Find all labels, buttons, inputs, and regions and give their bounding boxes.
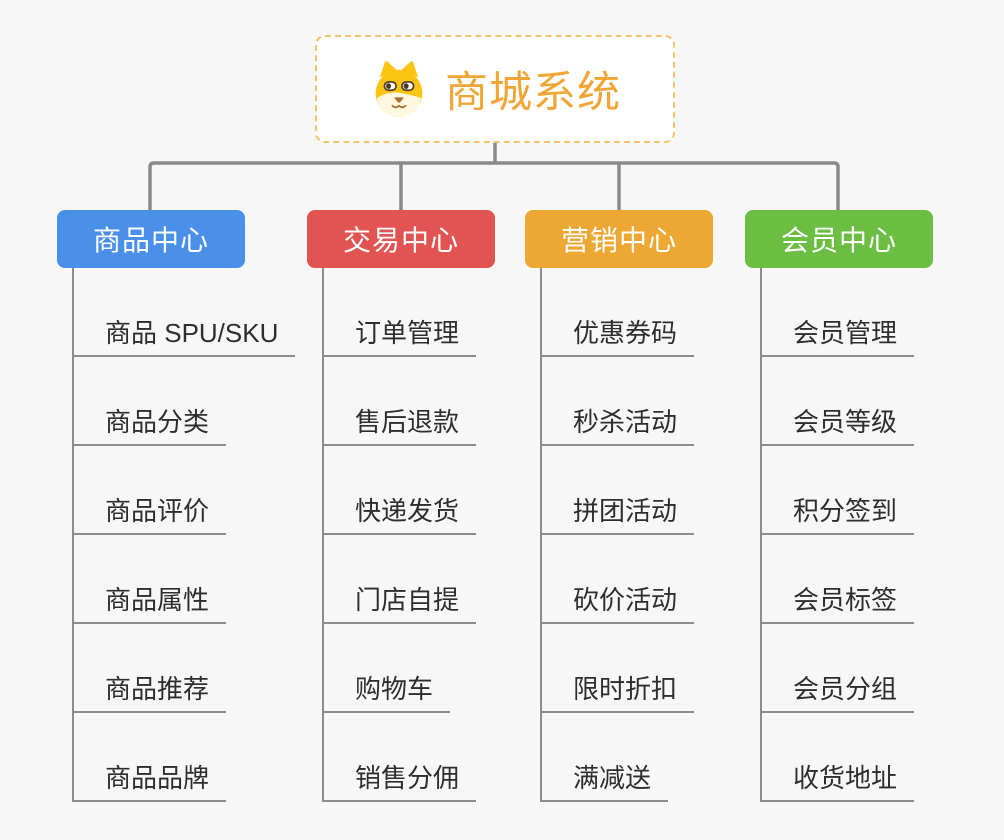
branch-items: 订单管理售后退款快递发货门店自提购物车销售分佣 [322,268,477,802]
leaf-node-label: 商品推荐 [72,669,227,713]
branch-box-2[interactable]: 交易中心 [307,210,495,268]
leaf-node-label: 商品评价 [72,491,227,535]
mindmap-leaf-node[interactable]: 商品推荐 [72,624,295,713]
mindmap-leaf-node[interactable]: 会员分组 [760,624,915,713]
leaf-node-label: 售后退款 [322,402,477,446]
leaf-node-label: 满减送 [540,758,669,802]
branch-vertical-line [540,268,542,802]
mindmap-leaf-node[interactable]: 门店自提 [322,535,477,624]
mindmap-leaf-node[interactable]: 积分签到 [760,446,915,535]
connector-bus-line [148,161,840,210]
mindmap-leaf-node[interactable]: 会员管理 [760,268,915,357]
mindmap-leaf-node[interactable]: 销售分佣 [322,713,477,802]
leaf-node-label: 会员标签 [760,580,915,624]
mindmap-leaf-node[interactable]: 快递发货 [322,446,477,535]
mindmap-leaf-node[interactable]: 拼团活动 [540,446,695,535]
leaf-node-label: 会员管理 [760,313,915,357]
leaf-node-label: 商品品牌 [72,758,227,802]
mindmap-leaf-node[interactable]: 秒杀活动 [540,357,695,446]
leaf-node-label: 优惠券码 [540,313,695,357]
leaf-node-label: 商品属性 [72,580,227,624]
branch-items: 优惠券码秒杀活动拼团活动砍价活动限时折扣满减送 [540,268,695,802]
leaf-node-label: 收货地址 [760,758,915,802]
mindmap-leaf-node[interactable]: 商品评价 [72,446,295,535]
branch-1: 商品中心商品 SPU/SKU 商品分类商品评价商品属性商品推荐商品品牌 [57,210,296,802]
leaf-node-label: 购物车 [322,669,451,713]
mindmap-leaf-node[interactable]: 满减送 [540,713,694,802]
mindmap-leaf-node[interactable]: 优惠券码 [540,268,695,357]
mindmap-leaf-node[interactable]: 砍价活动 [540,535,695,624]
leaf-node-label: 会员分组 [760,669,915,713]
branch-4: 会员中心会员管理会员等级积分签到会员标签会员分组收货地址 [745,210,933,802]
branch-2: 交易中心订单管理售后退款快递发货门店自提购物车销售分佣 [307,210,495,802]
mindmap-leaf-node[interactable]: 订单管理 [322,268,477,357]
branch-items: 会员管理会员等级积分签到会员标签会员分组收货地址 [760,268,915,802]
leaf-node-label: 砍价活动 [540,580,695,624]
dog-mascot-icon [369,59,429,119]
mindmap-leaf-node[interactable]: 限时折扣 [540,624,695,713]
root-node[interactable]: 商城系统 [315,35,675,143]
branch-vertical-line [72,268,74,802]
leaf-node-label: 会员等级 [760,402,915,446]
leaf-node-label: 商品分类 [72,402,227,446]
branch-3: 营销中心优惠券码秒杀活动拼团活动砍价活动限时折扣满减送 [525,210,713,802]
mindmap-leaf-node[interactable]: 售后退款 [322,357,477,446]
branch-box-1[interactable]: 商品中心 [57,210,245,268]
root-title: 商城系统 [445,69,621,117]
mindmap-leaf-node[interactable]: 商品分类 [72,357,295,446]
branch-vertical-line [760,268,762,802]
branch-box-4[interactable]: 会员中心 [745,210,933,268]
mindmap-leaf-node[interactable]: 商品属性 [72,535,295,624]
mindmap-leaf-node[interactable]: 会员标签 [760,535,915,624]
leaf-node-label: 订单管理 [322,313,477,357]
leaf-node-label: 快递发货 [322,491,477,535]
leaf-node-label: 商品 SPU/SKU [72,313,296,357]
leaf-node-label: 拼团活动 [540,491,695,535]
mindmap-leaf-node[interactable]: 购物车 [322,624,476,713]
leaf-node-label: 限时折扣 [540,669,695,713]
leaf-node-label: 销售分佣 [322,758,477,802]
leaf-node-label: 积分签到 [760,491,915,535]
branch-items: 商品 SPU/SKU 商品分类商品评价商品属性商品推荐商品品牌 [72,268,296,802]
branch-box-3[interactable]: 营销中心 [525,210,713,268]
leaf-node-label: 秒杀活动 [540,402,695,446]
mindmap-leaf-node[interactable]: 收货地址 [760,713,915,802]
branch-vertical-line [322,268,324,802]
mindmap-leaf-node[interactable]: 商品 SPU/SKU [72,268,296,357]
mindmap-leaf-node[interactable]: 会员等级 [760,357,915,446]
mindmap-leaf-node[interactable]: 商品品牌 [72,713,295,802]
leaf-node-label: 门店自提 [322,580,477,624]
